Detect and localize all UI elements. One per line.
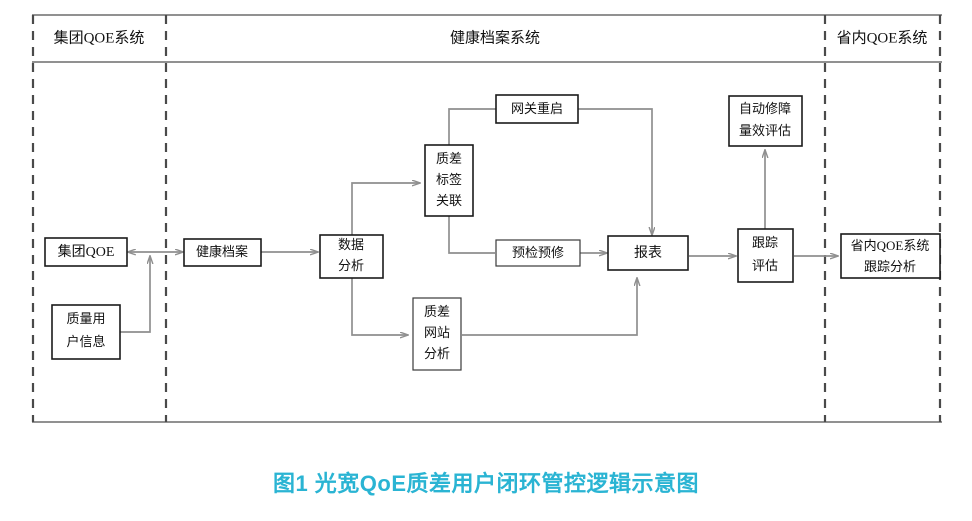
- node-auto-repair-eval-line2: 量效评估: [739, 123, 791, 138]
- node-quality-site-analysis[interactable]: 质差 网站 分析: [412, 297, 462, 371]
- swimlane-dividers: [31, 15, 942, 422]
- node-quality-tag-relation[interactable]: 质差 标签 关联: [424, 144, 474, 217]
- node-quality-tag-relation-line3: 关联: [436, 193, 462, 208]
- node-group-qoe[interactable]: 集团QOE: [44, 237, 128, 267]
- edge-quality-tag-relation-to-pre-check-repair: [448, 216, 495, 254]
- node-province-qoe-tracking[interactable]: 省内QOE系统 跟踪分析: [840, 233, 941, 279]
- frame-outline: [32, 14, 942, 423]
- node-auto-repair-eval-line1: 自动修障: [739, 101, 791, 116]
- node-pre-check-repair-label: 预检预修: [512, 245, 564, 260]
- node-pre-check-repair[interactable]: 预检预修: [495, 239, 581, 267]
- node-auto-repair-eval[interactable]: 自动修障 量效评估: [728, 95, 803, 147]
- edge-data-analysis-to-quality-site-analysis: [351, 277, 408, 335]
- edge-quality-site-analysis-to-report: [462, 278, 637, 336]
- node-data-analysis[interactable]: 数据 分析: [319, 234, 384, 279]
- node-quality-site-analysis-line3: 分析: [424, 346, 450, 361]
- node-quality-user-info[interactable]: 质量用 户信息: [51, 304, 121, 360]
- node-report[interactable]: 报表: [607, 235, 689, 271]
- edge-gateway-restart-to-report: [578, 108, 652, 235]
- node-health-record[interactable]: 健康档案: [183, 238, 262, 267]
- node-quality-tag-relation-line2: 标签: [436, 172, 462, 187]
- node-quality-user-info-line2: 户信息: [66, 334, 105, 349]
- edge-quality-tag-relation-to-gateway-restart: [448, 108, 496, 146]
- node-province-qoe-tracking-line1: 省内QOE系统: [851, 238, 930, 253]
- node-tracking-eval-line2: 评估: [752, 258, 778, 273]
- edge-quality-user-info-to-junction: [120, 256, 150, 333]
- node-quality-site-analysis-line1: 质差: [424, 304, 450, 319]
- node-quality-user-info-line1: 质量用: [66, 311, 105, 326]
- node-gateway-restart[interactable]: 网关重启: [495, 94, 579, 124]
- node-quality-site-analysis-line2: 网站: [424, 325, 450, 340]
- figure-caption: 图1 光宽QoE质差用户闭环管控逻辑示意图: [272, 471, 700, 496]
- node-data-analysis-line2: 分析: [338, 258, 364, 273]
- node-gateway-restart-label: 网关重启: [511, 101, 563, 116]
- node-report-label: 报表: [634, 245, 662, 261]
- node-data-analysis-line1: 数据: [338, 237, 364, 252]
- band-label-province-qoe-system: 省内QOE系统: [837, 29, 928, 46]
- node-tracking-eval[interactable]: 跟踪 评估: [737, 228, 794, 283]
- band-label-health-record-system: 健康档案系统: [450, 28, 540, 46]
- connectors: [120, 108, 838, 336]
- node-province-qoe-tracking-line2: 跟踪分析: [864, 259, 916, 274]
- node-group-qoe-label: 集团QOE: [58, 243, 115, 260]
- node-health-record-label: 健康档案: [196, 244, 248, 259]
- node-quality-tag-relation-line1: 质差: [436, 151, 462, 166]
- edge-data-analysis-to-quality-tag-relation: [351, 183, 420, 236]
- band-label-group-qoe-system: 集团QOE系统: [54, 29, 145, 46]
- node-tracking-eval-line1: 跟踪: [752, 235, 778, 250]
